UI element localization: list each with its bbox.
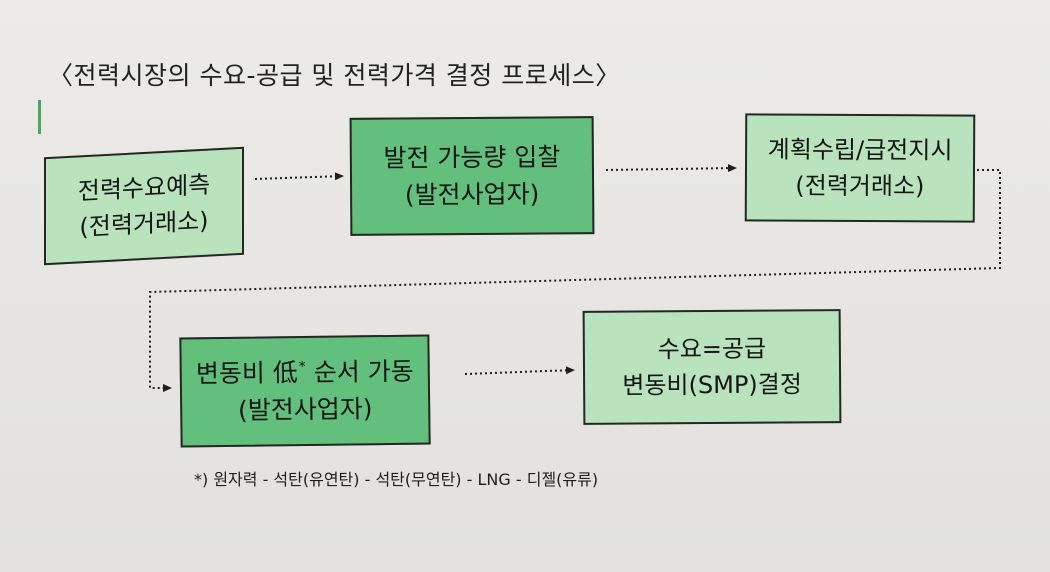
node-capacity-bid-line-1: 발전 가능량 입찰 [383, 141, 561, 173]
footnote-mark: * [298, 359, 306, 376]
node-demand-forecast-line-2: (전력거래소) [79, 206, 209, 242]
node-demand-forecast: 전력수요예측 (전력거래소) [44, 146, 244, 266]
node-capacity-bid: 발전 가능량 입찰 (발전사업자) [349, 116, 595, 236]
node-dispatch-plan: 계획수립/급전지시 (전력거래소) [744, 113, 976, 223]
node-merit-order: 변동비 低* 순서 가동 (발전사업자) [179, 334, 431, 448]
node-smp-decision-line-2: 변동비(SMP)결정 [622, 370, 802, 400]
node-dispatch-plan-line-1: 계획수립/급전지시 [767, 135, 953, 165]
node-capacity-bid-line-2: (발전사업자) [404, 179, 540, 210]
diagram-title: 〈전력시장의 수요-공급 및 전력가격 결정 프로세스〉 [48, 61, 621, 90]
title-accent-bar [38, 100, 41, 134]
footnote: *) 원자력 - 석탄(유연탄) - 석탄(무연탄) - LNG - 디젤(유류… [194, 470, 599, 489]
arrow-bid-to-plan [605, 164, 737, 173]
arrow-forecast-to-bid [254, 172, 344, 181]
node-smp-decision-line-1: 수요=공급 [657, 334, 767, 364]
arrow-plan-to-merit-order [149, 169, 1001, 392]
node-dispatch-plan-line-2: (전력거래소) [795, 171, 925, 201]
node-merit-order-line-2: (발전사업자) [237, 394, 373, 425]
node-merit-order-line-1a: 변동비 低 [195, 357, 298, 388]
node-merit-order-line-1b: 순서 가동 [313, 356, 414, 387]
arrow-merit-order-to-smp [464, 366, 575, 375]
node-merit-order-line-1: 변동비 低* 순서 가동 [196, 352, 414, 392]
node-smp-decision: 수요=공급 변동비(SMP)결정 [582, 309, 842, 425]
